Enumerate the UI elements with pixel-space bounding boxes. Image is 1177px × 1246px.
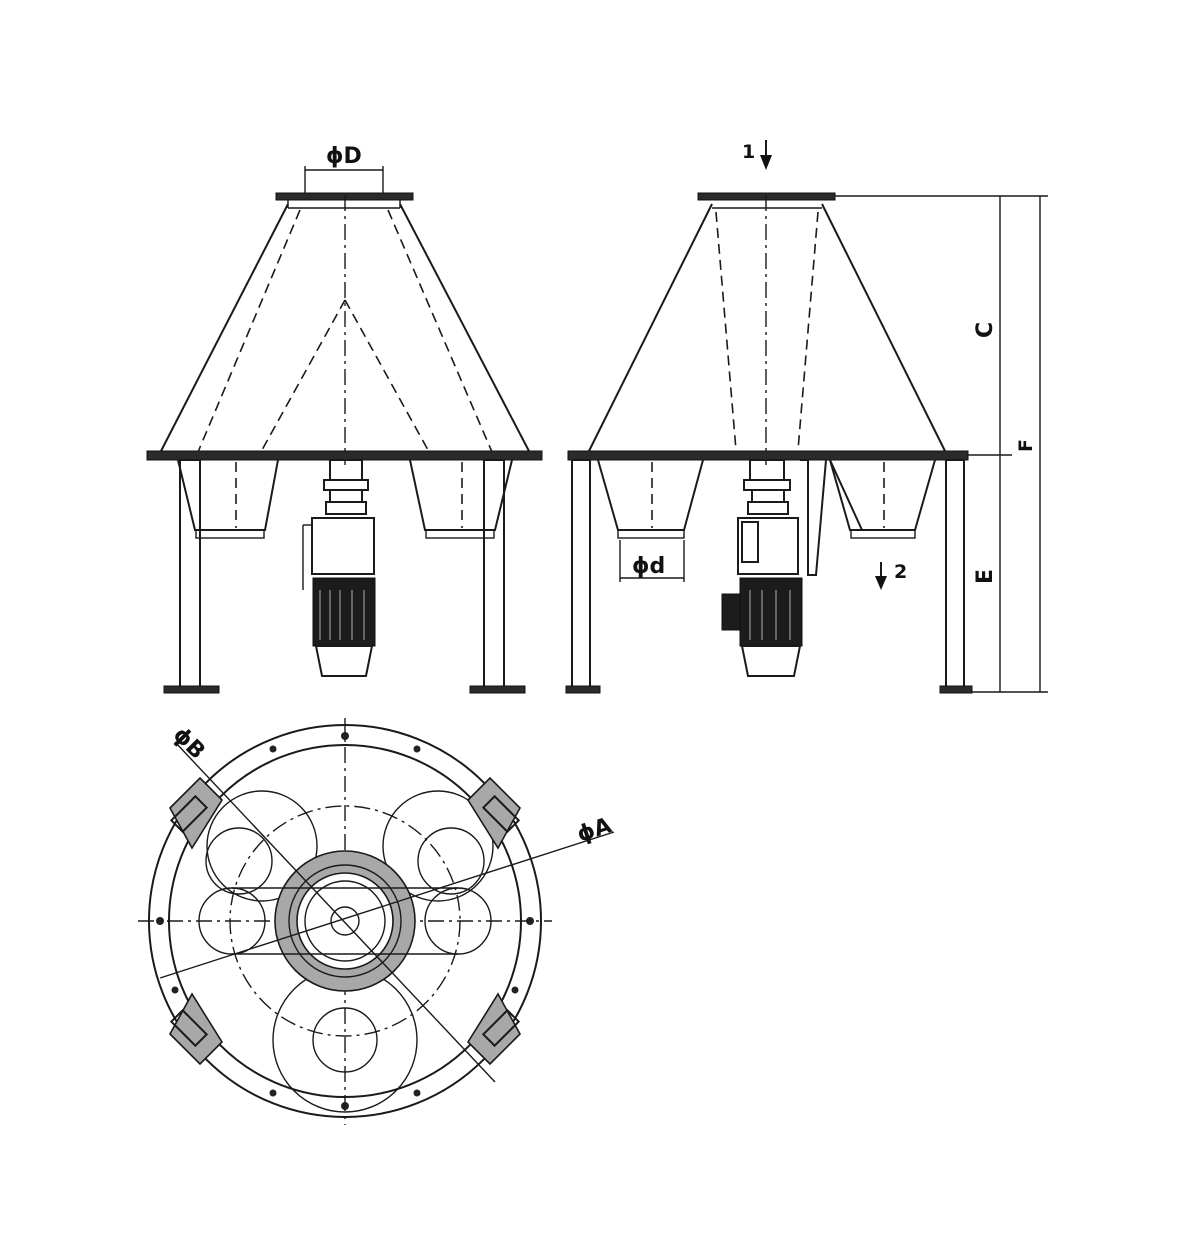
phi-B-label: ϕB: [168, 723, 210, 765]
side-drive-motor: [721, 459, 827, 677]
front-cone-left: [159, 203, 289, 454]
side-left-leg: [571, 459, 591, 689]
phi-d-label: ϕd: [632, 554, 665, 579]
foot-bracket-nw: [169, 776, 224, 850]
dim-C-label: C: [973, 322, 998, 338]
foot-bracket-se: [466, 992, 521, 1066]
front-drive-motor: [302, 459, 376, 677]
flow-in-label: 1: [742, 141, 755, 163]
side-base-plate: [567, 450, 969, 461]
phi-D-label: ϕD: [326, 144, 362, 169]
foot-bracket-sw: [169, 992, 224, 1066]
front-cone-right: [399, 203, 531, 454]
flow-out-label: 2: [894, 561, 907, 583]
dim-E-label: E: [973, 569, 998, 584]
front-right-leg: [483, 459, 505, 689]
foot-bracket-ne: [466, 776, 521, 850]
side-right-leg: [945, 459, 965, 689]
side-view: 1: [565, 140, 1048, 694]
phi-A-label: ϕA: [574, 813, 615, 847]
top-view: ϕB ϕA: [138, 718, 615, 1125]
side-cone-left: [587, 203, 713, 454]
dim-F-label: F: [1015, 439, 1037, 452]
side-cone-right: [821, 203, 947, 454]
front-left-leg: [179, 459, 201, 689]
front-base-plate: [146, 450, 543, 461]
front-view: ϕD: [146, 144, 543, 694]
